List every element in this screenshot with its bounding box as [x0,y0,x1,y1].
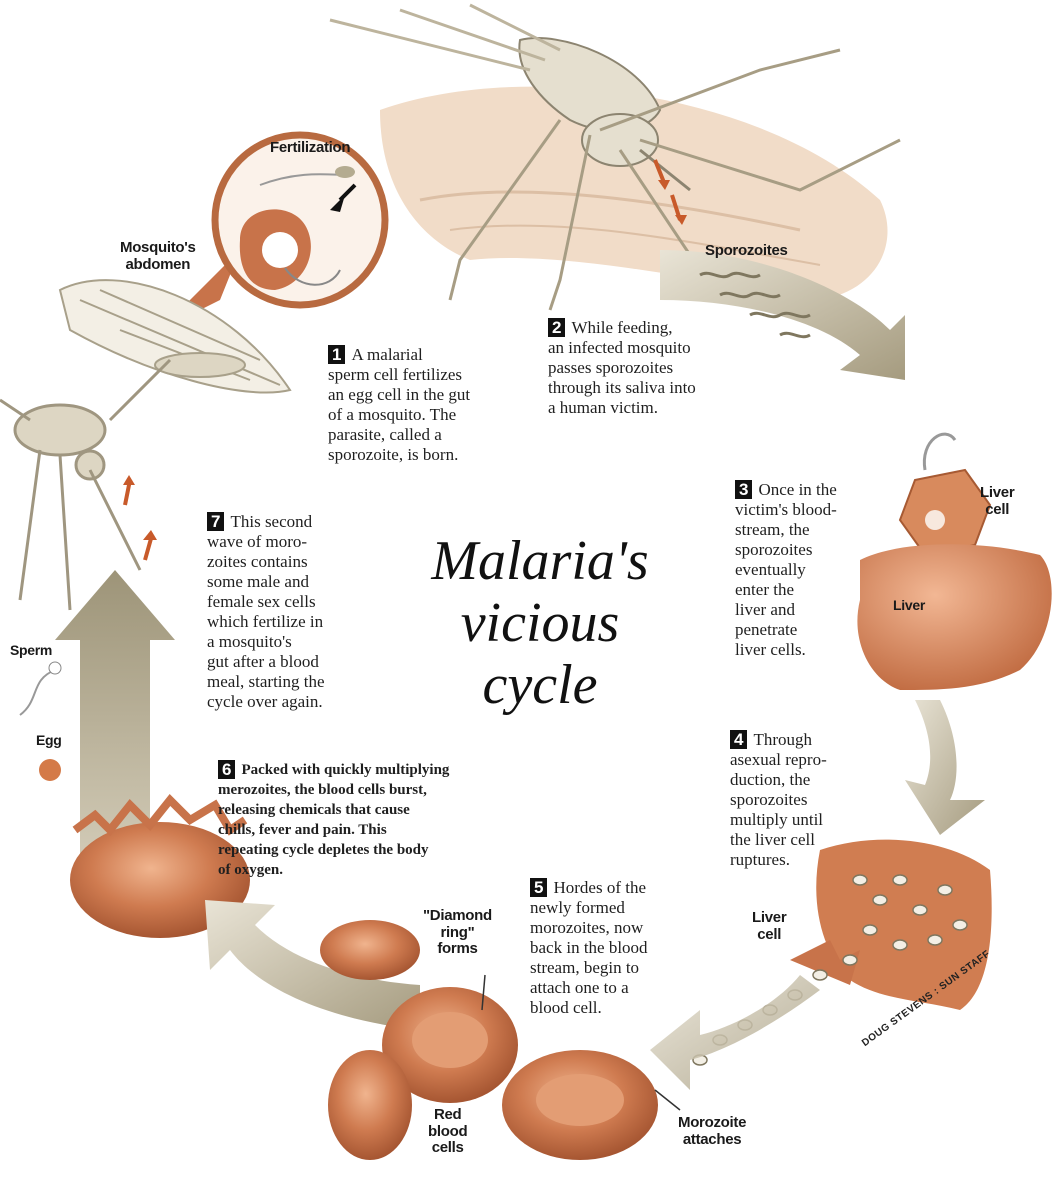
step-text: This second wave of moro- zoites contain… [207,512,325,711]
step-number: 7 [207,512,224,531]
step-text: Hordes of the newly formed morozoites, n… [530,878,648,1017]
label-liver-cell-top: Liver cell [980,485,1014,518]
label-merozoite-attaches: Morozoite attaches [678,1115,746,1148]
sperm-icon [20,670,55,715]
step-number: 2 [548,318,565,337]
step-text: A malarial sperm cell fertilizes an egg … [328,345,470,464]
title-line-2: vicious [390,592,690,654]
label-diamond-ring: "Diamond ring" forms [423,908,492,958]
step-text: Once in the victim's blood- stream, the … [735,480,837,659]
liver-organ [857,544,1051,690]
diagram-title: Malaria's vicious cycle [390,530,690,716]
step-number: 6 [218,760,235,779]
step-text: Through asexual repro- duction, the spor… [730,730,827,869]
step-text: While feeding, an infected mosquito pass… [548,318,696,417]
label-egg: Egg [36,733,62,748]
merozoite-pointer [655,1090,680,1110]
label-sperm: Sperm [10,643,52,658]
step-number: 1 [328,345,345,364]
step-number: 5 [530,878,547,897]
label-fertilization: Fertilization [270,140,350,157]
title-line-3: cycle [390,654,690,716]
label-mosquito-abdomen: Mosquito's abdomen [120,240,196,273]
label-liver: Liver [893,598,925,613]
label-sporozoites: Sporozoites [705,243,788,260]
egg-icon [39,759,61,781]
mosquito-abdomen [60,280,290,392]
fertilization-inset [160,135,385,330]
label-red-blood-cells: Red blood cells [428,1107,467,1157]
sperm-head [49,662,61,674]
step-number: 3 [735,480,752,499]
liver-cell-top [900,434,990,555]
step-text: Packed with quickly multiplying merozoit… [218,762,449,878]
step-number: 4 [730,730,747,749]
mosquito-left [0,360,170,610]
title-line-1: Malaria's [390,530,690,592]
arrow-down-right [905,700,985,835]
label-liver-cell-bottom: Liver cell [752,910,786,943]
